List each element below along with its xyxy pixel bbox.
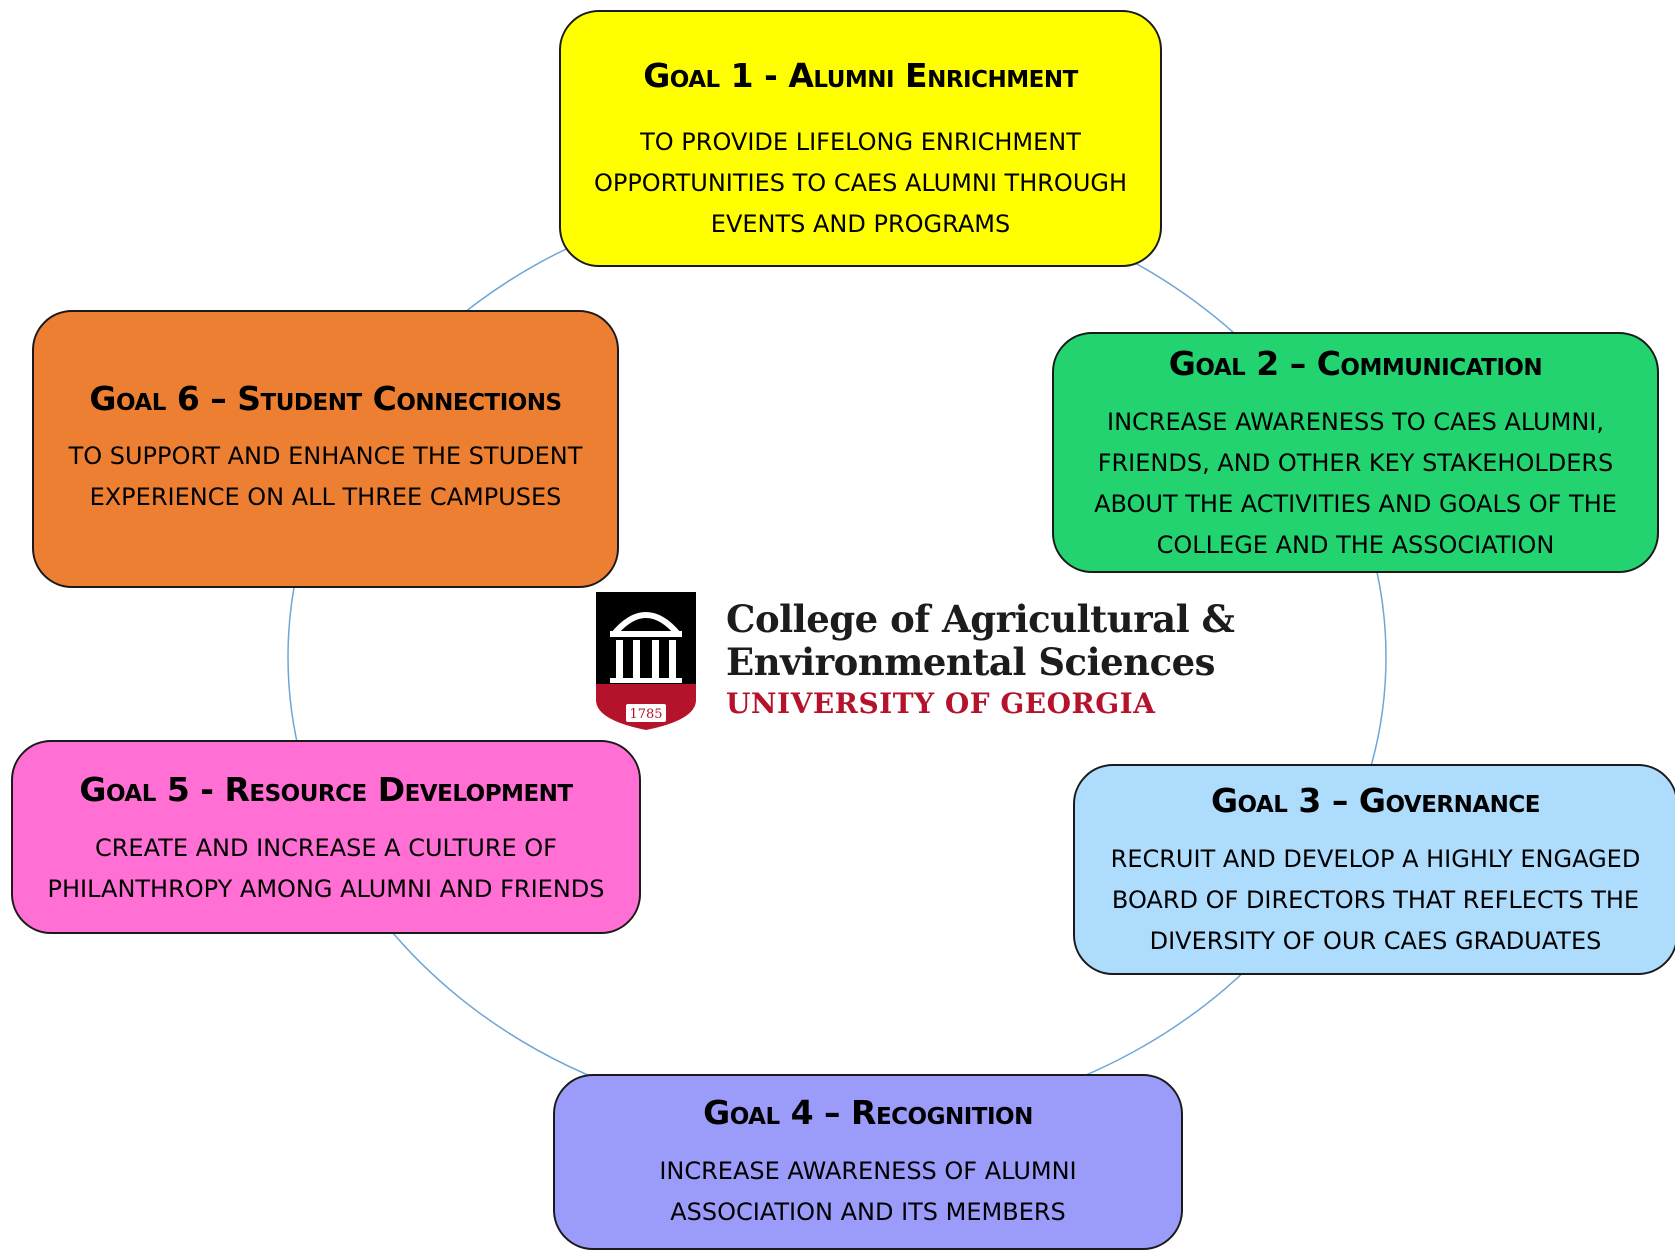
- goal-4-description-line: association and its members: [670, 1197, 1066, 1226]
- goal-5-description: Create and increase a culture of philant…: [48, 828, 605, 910]
- goal-2-description: Increase awareness to CAES alumni, frien…: [1094, 402, 1617, 566]
- goal-1-title: Goal 1 - Alumni Enrichment: [643, 56, 1078, 95]
- goal-6-box: Goal 6 – Student Connections To support …: [32, 310, 619, 588]
- goal-1-description-line: opportunities to CAES alumni through: [593, 168, 1128, 197]
- logo-wordmark: College of Agricultural & Environmental …: [726, 597, 1235, 724]
- goal-5-description-line: philanthropy among alumni and friends: [47, 874, 605, 903]
- goal-1-description: To provide lifelong enrichment opportuni…: [594, 122, 1127, 245]
- goal-4-title: Goal 4 – Recognition: [703, 1093, 1033, 1132]
- goal-2-title: Goal 2 – Communication: [1168, 344, 1543, 383]
- goal-2-description-line: about the activities and goals of the: [1094, 489, 1617, 518]
- logo-college-name-line2: Environmental Sciences: [726, 640, 1215, 684]
- goal-4-box: Goal 4 – Recognition Increase awareness …: [553, 1074, 1183, 1250]
- goal-3-description: Recruit and develop a highly engaged boa…: [1111, 839, 1641, 962]
- goal-1-box: Goal 1 - Alumni Enrichment To provide li…: [559, 10, 1162, 267]
- goal-3-description-line: board of directors that reflects the: [1111, 885, 1640, 914]
- goal-5-description-line: Create and increase a culture of: [95, 833, 557, 862]
- goal-6-title: Goal 6 – Student Connections: [89, 379, 562, 418]
- goal-3-description-line: Recruit and develop a highly engaged: [1110, 844, 1641, 873]
- goal-6-description-line: To support and enhance the student: [68, 441, 583, 470]
- logo-college-name-line1: College of Agricultural &: [726, 597, 1235, 641]
- goal-2-description-line: friends, and other key stakeholders: [1097, 448, 1614, 477]
- goal-2-description-line: Increase awareness to CAES alumni,: [1107, 407, 1604, 436]
- arch-shield-icon: 1785: [596, 592, 696, 730]
- goal-1-description-line: events and programs: [710, 209, 1011, 238]
- goal-5-title: Goal 5 - Resource Development: [79, 770, 573, 809]
- goal-3-title: Goal 3 – Governance: [1210, 781, 1541, 820]
- goal-4-description-line: Increase awareness of alumni: [659, 1156, 1077, 1185]
- logo-year: 1785: [629, 707, 662, 722]
- goal-2-box: Goal 2 – Communication Increase awarenes…: [1052, 332, 1659, 573]
- college-logo: 1785 College of Agricultural & Environme…: [596, 592, 1235, 732]
- goal-3-description-line: diversity of our CAES graduates: [1149, 926, 1602, 955]
- goal-4-description: Increase awareness of alumni association…: [659, 1151, 1076, 1233]
- goal-5-box: Goal 5 - Resource Development Create and…: [11, 740, 641, 934]
- goal-1-description-line: To provide lifelong enrichment: [640, 127, 1081, 156]
- goal-2-description-line: college and the association: [1156, 530, 1555, 559]
- goal-3-box: Goal 3 – Governance Recruit and develop …: [1073, 764, 1675, 975]
- logo-university-name: UNIVERSITY OF GEORGIA: [726, 687, 1156, 720]
- goal-6-description-line: experience on all three campuses: [89, 482, 562, 511]
- goal-6-description: To support and enhance the student exper…: [69, 436, 583, 518]
